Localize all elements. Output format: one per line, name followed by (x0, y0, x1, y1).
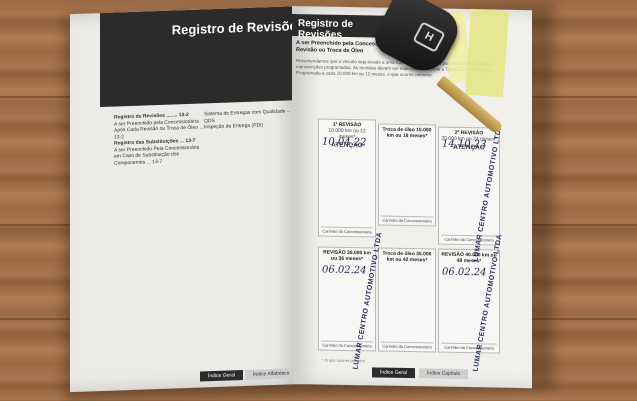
card-footer: Carimbo da Concessionária (441, 234, 497, 243)
manual-left-page: Registro de Revisões Registro de Revisõe… (70, 6, 302, 393)
index-general-tab: Índice Geral (372, 367, 415, 379)
index-alphabetic-tab: Índice Alfabético (244, 368, 298, 380)
card-title: REVISÃO 40.000 km ou 48 meses* (441, 251, 497, 265)
toc-entry: A ser Preenchido Pela Concessionária em … (114, 144, 200, 167)
card-title: Troca de óleo 35.000 km ou 42 meses* (382, 250, 432, 264)
left-page-header: Registro de Revisões (100, 6, 302, 108)
card-title: REVISÃO 30.000 km ou 36 meses* (323, 249, 371, 263)
toc-column-left: Registro de Revisões ........ 13-2 A ser… (114, 111, 204, 166)
card-footer: Carimbo da Concessionária (381, 215, 433, 224)
index-chapter-tab: Índice Capítulo (418, 368, 469, 380)
footnote: * O que ocorrer primeiro (322, 357, 365, 364)
card-footer: Carimbo da Concessionária (321, 226, 373, 235)
toc-column-right: Sistema de Entregas com Qualidade – QDS … (204, 108, 294, 163)
card-footer: Carimbo da Concessionária (441, 342, 497, 351)
index-general-tab: Índice Geral (200, 370, 243, 382)
service-card-2: Troca de óleo 15.000 km ou 18 meses* Car… (378, 123, 436, 227)
service-card-5: Troca de óleo 35.000 km ou 42 meses* Car… (378, 247, 436, 353)
handwritten-date: 10.04.22 (322, 136, 367, 149)
sticky-note (465, 8, 509, 98)
table-of-contents: Registro de Revisões ........ 13-2 A ser… (114, 108, 294, 166)
card-footer: Carimbo da Concessionária (381, 341, 433, 350)
left-page-footer: Índice Geral Índice Alfabético (200, 368, 298, 382)
handwritten-date: 06.02.24 (322, 264, 367, 277)
handwritten-date: 06.02.24 (442, 266, 487, 279)
card-footer: Carimbo da Concessionária (321, 340, 373, 349)
card-title: Troca de óleo 15.000 km ou 18 meses* (382, 126, 432, 140)
handwritten-date: 14.10.23 (442, 138, 487, 151)
right-page-footer: Índice Geral Índice Capítulo (372, 367, 469, 380)
left-page-title: Registro de Revisões (171, 17, 302, 38)
